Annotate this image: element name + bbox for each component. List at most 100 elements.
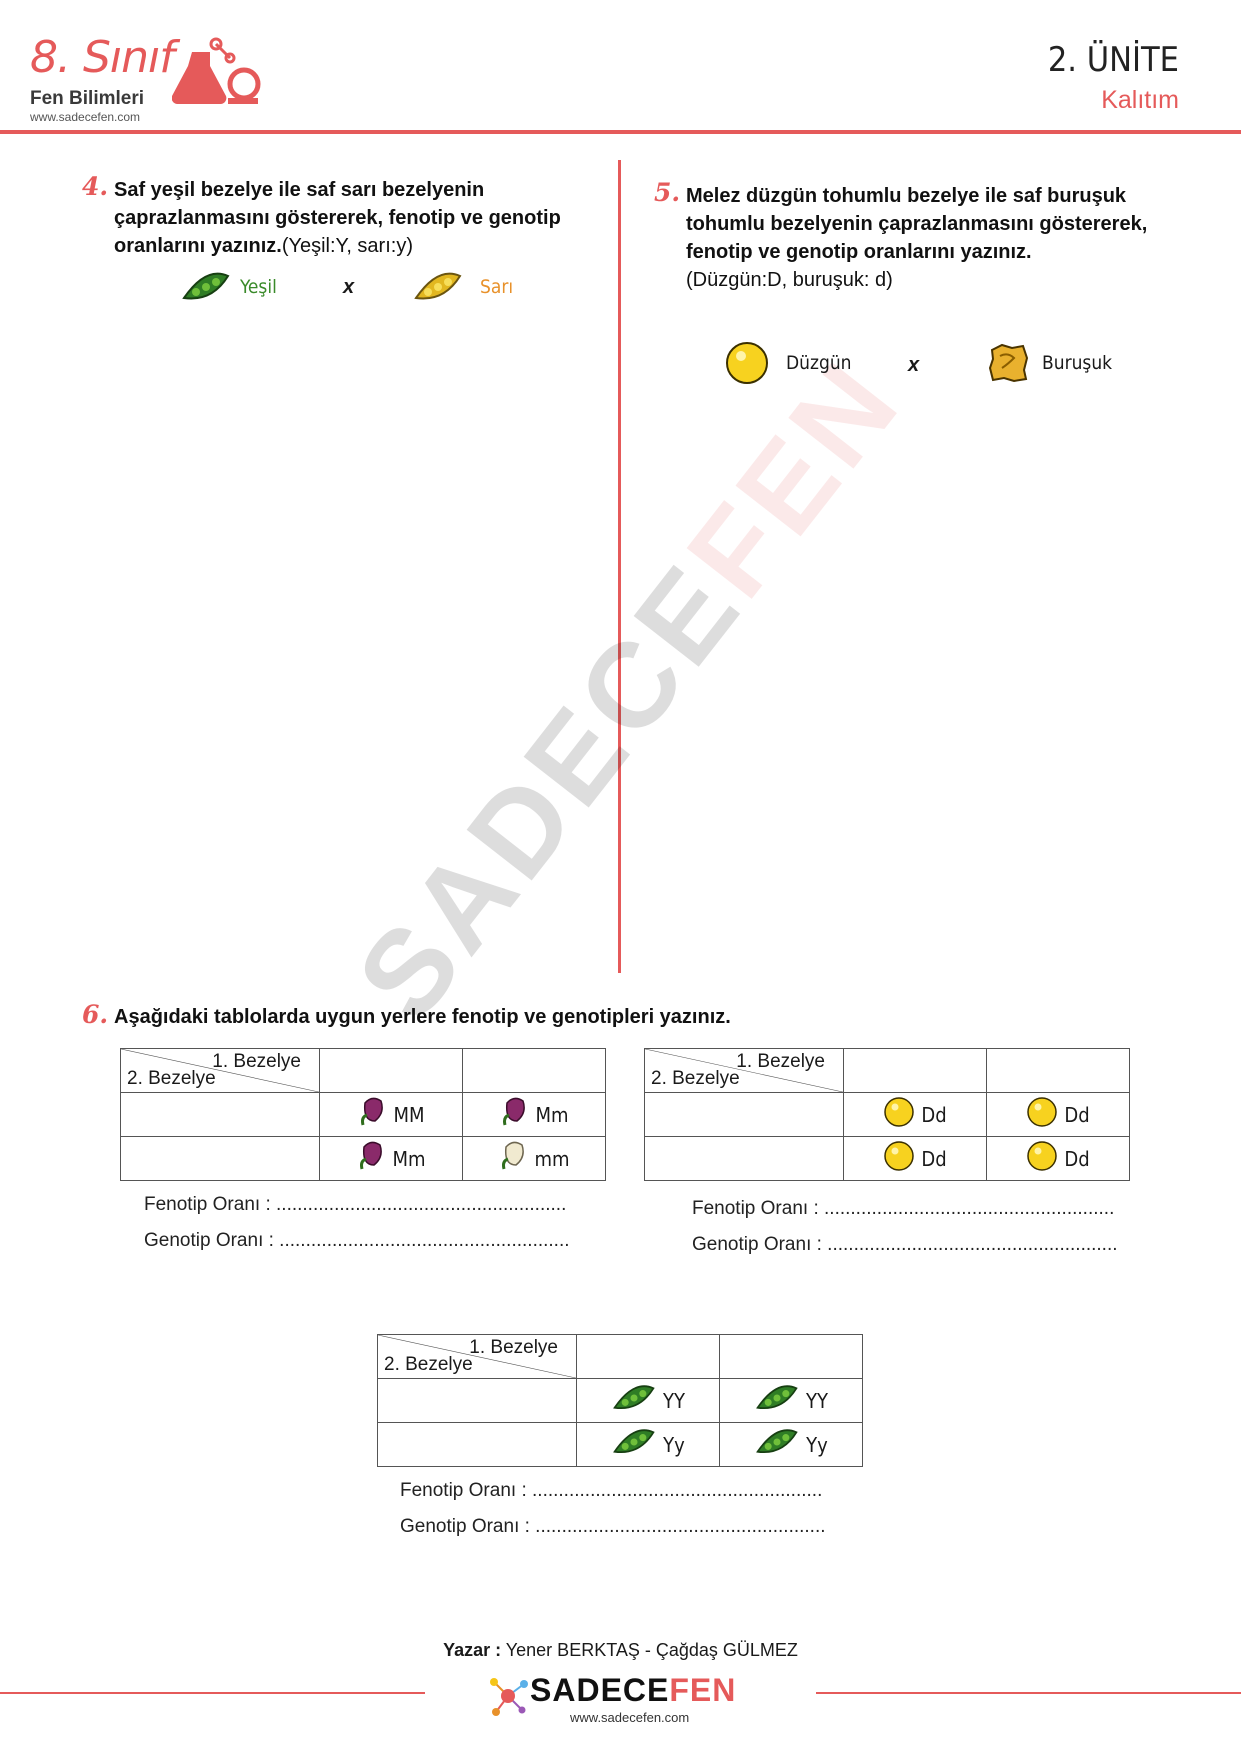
footer-line-left — [0, 1692, 425, 1694]
footer-author: Yazar : Yener BERKTAŞ - Çağdaş GÜLMEZ — [0, 1640, 1241, 1661]
table-3-col-1-header[interactable] — [576, 1334, 720, 1379]
table-1-cell[interactable]: Mm — [319, 1136, 463, 1181]
brand-title: 8. Sınıf — [30, 32, 175, 83]
table-1-row-2-header[interactable] — [120, 1136, 320, 1181]
table-2-col-1-header[interactable] — [843, 1048, 987, 1093]
footer-url: www.sadecefen.com — [570, 1710, 690, 1725]
table-2-phenotype-ratio[interactable]: Fenotip Oranı : ........................… — [692, 1198, 1115, 1219]
table-3-genotype-ratio[interactable]: Genotip Oranı : ........................… — [400, 1516, 826, 1537]
green-pea-pod-icon — [182, 270, 230, 309]
unit-number: 2. ÜNİTE — [1047, 40, 1179, 80]
green-pea-pod-icon — [611, 1383, 657, 1418]
brand-subtitle: Fen Bilimleri — [30, 88, 145, 109]
footer-logo: SADECEFEN — [530, 1672, 737, 1708]
header-divider — [0, 130, 1241, 134]
table-1-phenotype-ratio[interactable]: Fenotip Oranı : ........................… — [144, 1194, 567, 1215]
table-1-header-corner: 1. Bezelye 2. Bezelye — [120, 1048, 320, 1093]
question-5-legend: (Düzgün:D, buruşuk: d) — [686, 269, 893, 291]
punnett-table-3: 1. Bezelye 2. Bezelye YY YY Yy Yy — [377, 1334, 863, 1467]
table-2-genotype-ratio[interactable]: Genotip Oranı : ........................… — [692, 1234, 1118, 1255]
table-2-header-1: 1. Bezelye — [736, 1051, 825, 1072]
genotype-label: Dd — [921, 1102, 947, 1127]
question-6-text: Aşağıdaki tablolarda uygun yerlere fenot… — [114, 1006, 731, 1028]
purple-flower-icon — [357, 1095, 387, 1134]
genotype-label: MM — [393, 1102, 425, 1127]
table-2-col-2-header[interactable] — [986, 1048, 1130, 1093]
table-3-cell[interactable]: YY — [719, 1378, 863, 1423]
wrinkled-seed-label: Buruşuk — [1042, 352, 1113, 374]
table-2-row-2-header[interactable] — [644, 1136, 844, 1181]
molecule-logo-icon — [486, 1674, 530, 1723]
table-3-row-2-header[interactable] — [377, 1422, 577, 1467]
cross-symbol: x — [343, 276, 355, 298]
table-3-cell[interactable]: YY — [576, 1378, 720, 1423]
unit-name: Kalıtım — [1101, 86, 1179, 114]
smooth-seed-icon — [883, 1096, 915, 1133]
table-3-cell[interactable]: Yy — [719, 1422, 863, 1467]
yellow-pea-pod-icon — [414, 270, 462, 309]
white-flower-icon — [498, 1139, 528, 1178]
table-3-col-2-header[interactable] — [719, 1334, 863, 1379]
table-2-cell[interactable]: Dd — [986, 1136, 1130, 1181]
question-5-bold: Melez düzgün tohumlu bezelye ile saf bur… — [686, 185, 1148, 263]
genotype-label: Mm — [392, 1146, 426, 1171]
table-1-genotype-ratio[interactable]: Genotip Oranı : ........................… — [144, 1230, 570, 1251]
table-3-cell[interactable]: Yy — [576, 1422, 720, 1467]
question-6-number: 6. — [82, 1000, 109, 1029]
table-1-col-1-header[interactable] — [319, 1048, 463, 1093]
table-2-cell[interactable]: Dd — [843, 1092, 987, 1137]
green-pea-pod-icon — [611, 1427, 657, 1462]
genotype-label: Dd — [1064, 1146, 1090, 1171]
punnett-table-2: 1. Bezelye 2. Bezelye Dd Dd Dd Dd — [644, 1048, 1130, 1181]
table-3-header-corner: 1. Bezelye 2. Bezelye — [377, 1334, 577, 1379]
lab-flask-logo-icon — [171, 34, 264, 113]
table-3-row-1-header[interactable] — [377, 1378, 577, 1423]
table-1-cell[interactable]: MM — [319, 1092, 463, 1137]
table-1-row-1-header[interactable] — [120, 1092, 320, 1137]
genotype-label: YY — [663, 1388, 685, 1413]
genotype-label: Dd — [921, 1146, 947, 1171]
smooth-seed-icon — [883, 1140, 915, 1177]
green-pea-pod-icon — [754, 1383, 800, 1418]
footer-line-right — [816, 1692, 1241, 1694]
table-3-phenotype-ratio[interactable]: Fenotip Oranı : ........................… — [400, 1480, 823, 1501]
question-4-text: Saf yeşil bezelye ile saf sarı bezelyeni… — [114, 176, 614, 260]
table-2-row-1-header[interactable] — [644, 1092, 844, 1137]
genotype-label: Yy — [663, 1432, 685, 1457]
genotype-label: YY — [806, 1388, 828, 1413]
genotype-label: Mm — [535, 1102, 569, 1127]
smooth-seed-icon — [1026, 1140, 1058, 1177]
purple-flower-icon — [356, 1139, 386, 1178]
author-label: Yazar : — [443, 1640, 502, 1660]
smooth-seed-label: Düzgün — [786, 352, 852, 374]
table-1-col-2-header[interactable] — [462, 1048, 606, 1093]
question-5-number: 5. — [654, 178, 681, 207]
question-4-legend: (Yeşil:Y, sarı:y) — [281, 235, 413, 257]
table-1-header-1: 1. Bezelye — [212, 1051, 301, 1072]
watermark: SADECEFEN — [331, 335, 927, 1044]
cross-symbol-2: x — [908, 354, 920, 376]
author-names: Yener BERKTAŞ - Çağdaş GÜLMEZ — [501, 1640, 798, 1660]
wrinkled-seed-icon — [986, 342, 1030, 389]
genotype-label: mm — [534, 1146, 570, 1171]
yellow-pea-label: Sarı — [480, 276, 514, 298]
green-pea-pod-icon — [754, 1427, 800, 1462]
table-2-header-2: 2. Bezelye — [651, 1068, 740, 1089]
question-4-bold: Saf yeşil bezelye ile saf sarı bezelyeni… — [114, 179, 561, 257]
brand-url: www.sadecefen.com — [30, 110, 141, 124]
genotype-label: Yy — [806, 1432, 828, 1457]
table-1-header-2: 2. Bezelye — [127, 1068, 216, 1089]
green-pea-label: Yeşil — [240, 276, 277, 298]
genotype-label: Dd — [1064, 1102, 1090, 1127]
table-2-header-corner: 1. Bezelye 2. Bezelye — [644, 1048, 844, 1093]
purple-flower-icon — [499, 1095, 529, 1134]
column-divider — [618, 160, 621, 973]
smooth-seed-icon — [724, 340, 770, 391]
punnett-table-1: 1. Bezelye 2. Bezelye MM Mm Mm mm — [120, 1048, 606, 1181]
table-1-cell[interactable]: mm — [462, 1136, 606, 1181]
table-1-cell[interactable]: Mm — [462, 1092, 606, 1137]
table-2-cell[interactable]: Dd — [843, 1136, 987, 1181]
question-5-text: Melez düzgün tohumlu bezelye ile saf bur… — [686, 182, 1166, 294]
table-2-cell[interactable]: Dd — [986, 1092, 1130, 1137]
table-3-header-1: 1. Bezelye — [469, 1337, 558, 1358]
